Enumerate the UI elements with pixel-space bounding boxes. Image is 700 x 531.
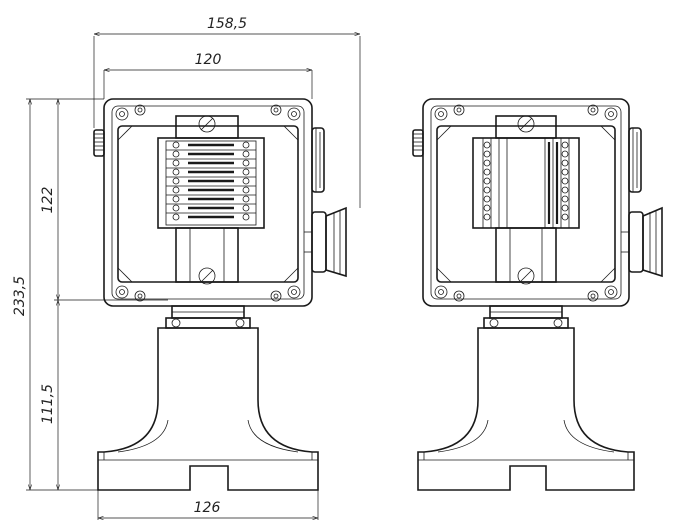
dim-box-width-label: 120 [195,52,222,68]
dim-box-height-label: 122 [40,187,56,214]
dim-box-height: 122 [40,99,58,300]
right-cable-entry-plug [628,127,642,193]
left-stand [97,327,319,491]
dim-base-width: 126 [97,490,319,520]
left-cable-gland [304,206,347,278]
right-view [412,98,663,491]
left-terminal-block [157,137,265,229]
left-corner-screws [115,104,301,302]
right-corner-screws [434,104,618,302]
right-terminal-block [472,137,580,229]
dim-overall-width: 158,5 [93,16,361,208]
right-mount-column [495,115,557,285]
dim-base-width-label: 126 [194,500,221,516]
dim-stand-height-label: 111,5 [40,384,56,424]
left-view [93,98,347,491]
right-flange [483,305,569,329]
left-ground-screw [93,129,105,157]
dim-total-height-label: 233,5 [12,276,28,316]
right-stand [417,327,635,491]
right-cable-gland [621,206,663,278]
dim-stand-height: 111,5 [40,300,58,490]
dim-total-height: 233,5 [12,99,30,490]
right-ground-screw [412,129,424,157]
dim-overall-width-label: 158,5 [207,16,247,32]
right-enclosure [422,98,630,307]
left-cable-entry-plug [311,127,325,193]
dim-box-width: 120 [103,52,313,99]
left-flange [165,305,251,329]
